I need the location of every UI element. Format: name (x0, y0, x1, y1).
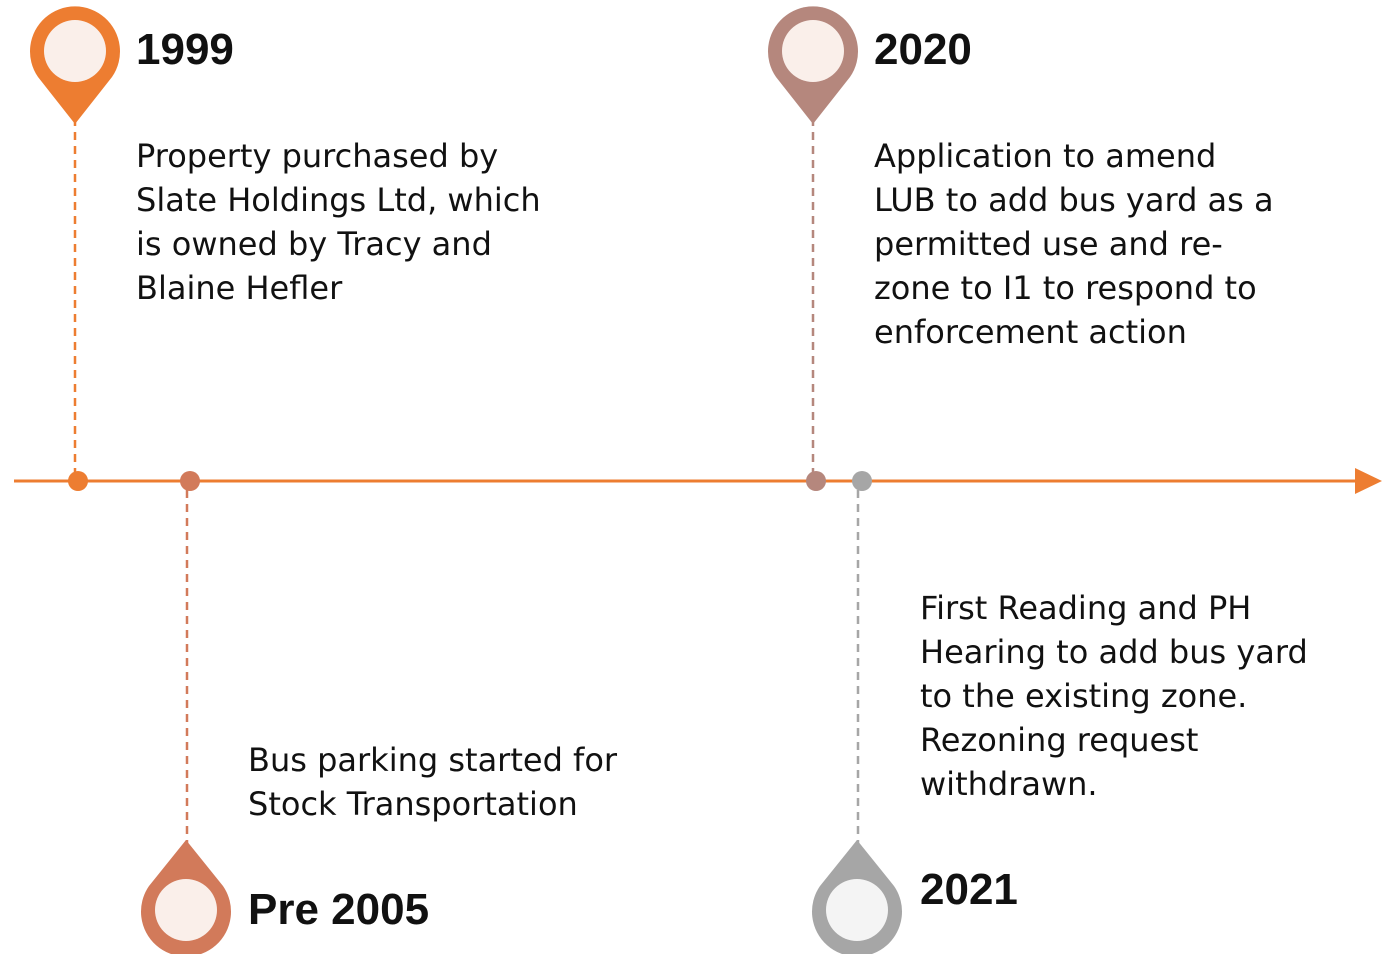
event-description-line: permitted use and re- (874, 225, 1223, 263)
event-description-pre2005: Bus parking started for Stock Transporta… (248, 738, 617, 826)
event-description-line: Blaine Hefler (136, 269, 343, 307)
event-year-pre2005: Pre 2005 (248, 885, 430, 934)
axis-dot-1999 (68, 471, 88, 491)
event-description-line: Application to amend (874, 137, 1217, 175)
event-description-2020: Application to amend LUB to add bus yard… (874, 134, 1274, 354)
axis-dot-pre2005 (180, 471, 200, 491)
event-description-1999: Property purchased by Slate Holdings Ltd… (136, 134, 541, 310)
event-description-line: zone to I1 to respond to (874, 269, 1257, 307)
event-description-line: Hearing to add bus yard (920, 633, 1308, 671)
axis-dot-2020 (806, 471, 826, 491)
map-pin-icon-1999 (30, 6, 121, 125)
event-description-2021: First Reading and PH Hearing to add bus … (920, 586, 1308, 806)
event-year-2020: 2020 (874, 25, 972, 74)
event-description-line: is owned by Tracy and (136, 225, 492, 263)
axis-dot-2021 (852, 471, 872, 491)
event-description-line: enforcement action (874, 313, 1187, 351)
map-pin-icon-pre2005 (141, 840, 231, 954)
event-description-line: Bus parking started for (248, 741, 618, 779)
timeline-arrowhead-icon (1355, 468, 1382, 494)
event-description-line: Stock Transportation (248, 785, 578, 823)
event-description-line: to the existing zone. (920, 677, 1248, 715)
event-year-1999: 1999 (136, 25, 234, 74)
event-description-line: First Reading and PH (920, 589, 1252, 627)
event-description-line: Property purchased by (136, 137, 499, 175)
event-description-line: Slate Holdings Ltd, which (136, 181, 541, 219)
event-description-line: withdrawn. (920, 765, 1098, 803)
map-pin-icon-2021 (812, 840, 902, 954)
event-description-line: LUB to add bus yard as a (874, 181, 1274, 219)
event-description-line: Rezoning request (920, 721, 1199, 759)
map-pin-icon-2020 (768, 6, 858, 124)
event-year-2021: 2021 (920, 865, 1018, 914)
